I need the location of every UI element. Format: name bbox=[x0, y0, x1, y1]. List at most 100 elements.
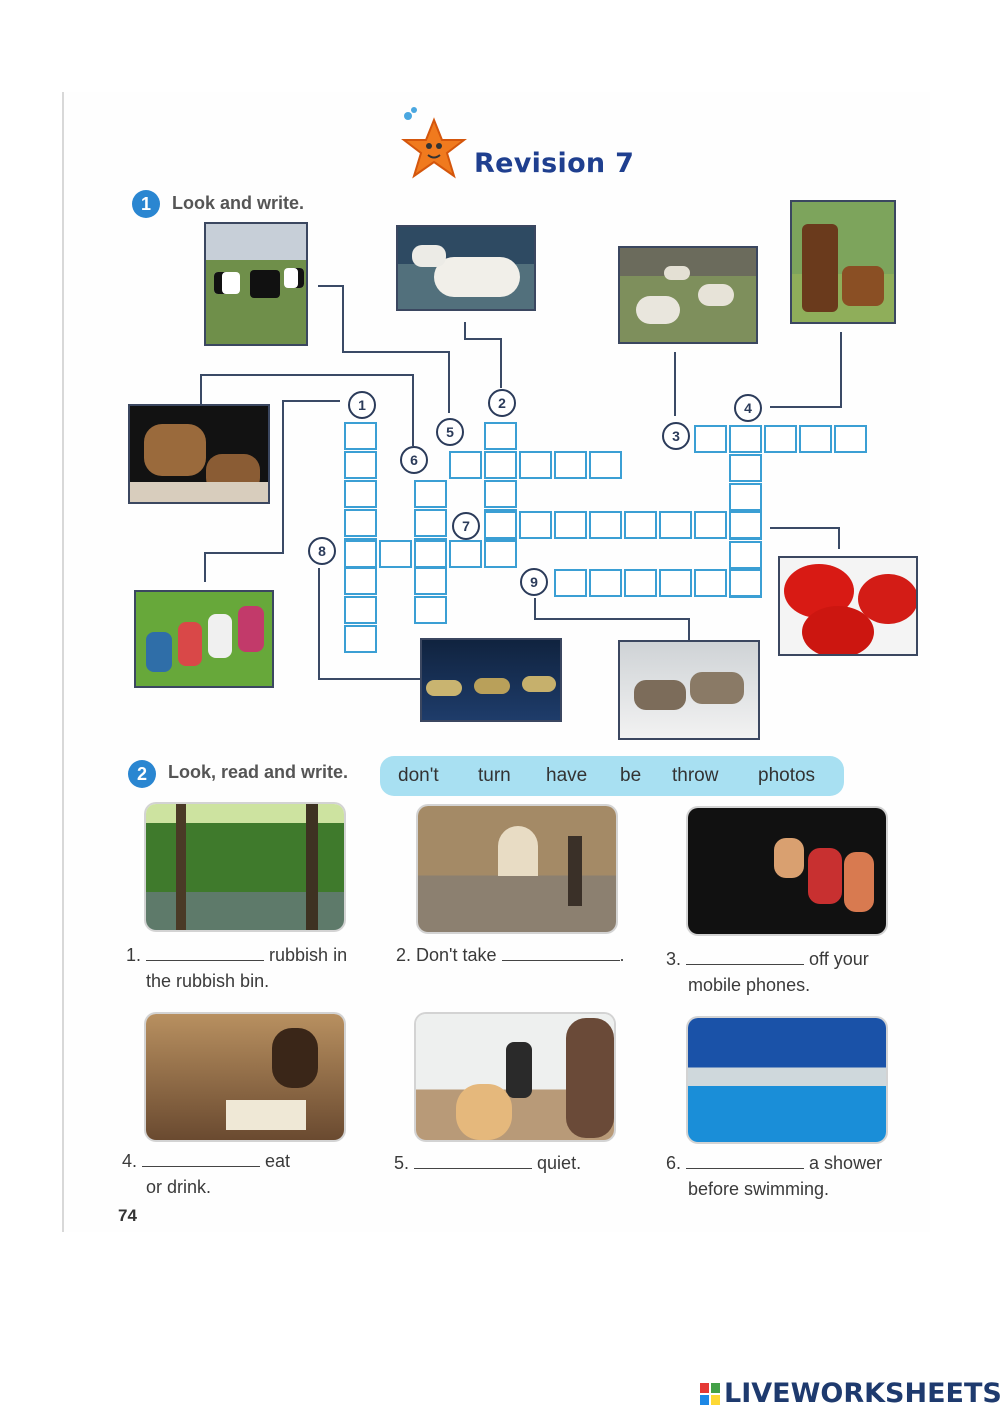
crossword-cell[interactable] bbox=[344, 480, 377, 508]
answer-blank-2[interactable] bbox=[501, 944, 620, 961]
crossword-cell[interactable] bbox=[729, 425, 762, 453]
crossword-cell[interactable] bbox=[344, 567, 377, 595]
page-number: 74 bbox=[118, 1206, 137, 1225]
crossword-cell[interactable] bbox=[484, 422, 517, 450]
crossword-cell[interactable] bbox=[344, 596, 377, 624]
crossword-cell[interactable] bbox=[449, 540, 482, 568]
crossword-cell[interactable] bbox=[484, 451, 517, 479]
crossword-cell[interactable] bbox=[414, 509, 447, 537]
crossword-cell[interactable] bbox=[379, 540, 412, 568]
crossword-cell[interactable] bbox=[344, 540, 377, 568]
sentence-text-line2: before swimming. bbox=[688, 1179, 830, 1199]
sentence-number: 6. bbox=[666, 1153, 682, 1173]
answer-blank-4[interactable] bbox=[142, 1150, 261, 1167]
crossword-cell[interactable] bbox=[484, 540, 517, 568]
tomatoes-photo bbox=[778, 556, 918, 656]
crossword-cell[interactable] bbox=[519, 511, 552, 539]
word-bank bbox=[380, 756, 844, 796]
crossword-cell[interactable] bbox=[449, 451, 482, 479]
crossword-cell[interactable] bbox=[344, 625, 377, 653]
clue-number-3: 3 bbox=[662, 422, 690, 450]
exercise-1-instruction: Look and write. bbox=[172, 193, 305, 213]
crossword-cell[interactable] bbox=[834, 425, 867, 453]
clue-number-6: 6 bbox=[400, 446, 428, 474]
crossword-cell[interactable] bbox=[414, 596, 447, 624]
crossword-cell[interactable] bbox=[729, 454, 762, 482]
crossword-cell[interactable] bbox=[484, 480, 517, 508]
sentence-6: 6. a shower before swimming. bbox=[666, 1150, 882, 1202]
clue-number-2: 2 bbox=[488, 389, 516, 417]
crossword-cell[interactable] bbox=[729, 541, 762, 569]
crossword-cell[interactable] bbox=[344, 422, 377, 450]
exercise-1-badge: 1 bbox=[132, 190, 160, 218]
answer-blank-5[interactable] bbox=[414, 1152, 533, 1169]
horses-photo bbox=[790, 200, 896, 324]
crossword-cell[interactable] bbox=[344, 451, 377, 479]
sentence-text: Don't take bbox=[411, 945, 502, 965]
lynx-photo bbox=[128, 404, 270, 504]
clue-number-8: 8 bbox=[308, 537, 336, 565]
crossword-cell[interactable] bbox=[729, 483, 762, 511]
sentence-text-line2: the rubbish bin. bbox=[146, 971, 270, 991]
answer-blank-6[interactable] bbox=[686, 1152, 805, 1169]
crossword-cell[interactable] bbox=[659, 511, 692, 539]
word-bank-item: be bbox=[620, 765, 642, 786]
sentence-text: rubbish in bbox=[264, 945, 348, 965]
crossword-cell[interactable] bbox=[624, 511, 657, 539]
crossword-cell[interactable] bbox=[764, 425, 797, 453]
word-bank-item: have bbox=[546, 765, 588, 786]
crossword-cell[interactable] bbox=[414, 540, 447, 568]
liveworksheets-watermark: LIVEWORKSHEETS bbox=[724, 1378, 1000, 1409]
clue-number-9: 9 bbox=[520, 568, 548, 596]
crossword-cell[interactable] bbox=[694, 511, 727, 539]
wolves-photo bbox=[618, 640, 760, 740]
goats-photo bbox=[396, 225, 536, 311]
sentence-text: a shower bbox=[804, 1153, 883, 1173]
crossword-cell[interactable] bbox=[589, 511, 622, 539]
crossword-cell[interactable] bbox=[344, 509, 377, 537]
crossword-cell[interactable] bbox=[729, 569, 762, 597]
children-photo bbox=[134, 590, 274, 688]
word-bank-item: throw bbox=[672, 765, 719, 786]
park-photo bbox=[146, 804, 344, 930]
word-bank-item: photos bbox=[758, 765, 816, 786]
crossword-cell[interactable] bbox=[519, 451, 552, 479]
crossword-cell[interactable] bbox=[484, 511, 517, 539]
sentence-4: 4. eat or drink. bbox=[122, 1148, 290, 1200]
word-bank-item: turn bbox=[478, 765, 511, 786]
crossword-cell[interactable] bbox=[729, 511, 762, 539]
classroom-photo bbox=[416, 1014, 614, 1140]
cows-photo bbox=[204, 222, 308, 346]
clue-number-5: 5 bbox=[436, 418, 464, 446]
sentence-text-line2: mobile phones. bbox=[688, 975, 811, 995]
crossword-cell[interactable] bbox=[414, 567, 447, 595]
sentence-1: 1. rubbish in the rubbish bin. bbox=[126, 942, 347, 994]
library-photo bbox=[146, 1014, 344, 1140]
answer-blank-1[interactable] bbox=[146, 944, 265, 961]
crossword-cell[interactable] bbox=[694, 569, 727, 597]
crossword-cell[interactable] bbox=[624, 569, 657, 597]
crossword-cell[interactable] bbox=[589, 569, 622, 597]
crossword-cell[interactable] bbox=[414, 480, 447, 508]
crossword-cell[interactable] bbox=[554, 451, 587, 479]
sentence-number: 2. bbox=[396, 945, 412, 965]
sentence-2: 2. Don't take . bbox=[396, 942, 625, 968]
liveworksheets-logo-icon bbox=[700, 1383, 720, 1405]
answer-blank-3[interactable] bbox=[686, 948, 805, 965]
crossword-cell[interactable] bbox=[694, 425, 727, 453]
clue-number-1: 1 bbox=[348, 391, 376, 419]
crossword-cell[interactable] bbox=[659, 569, 692, 597]
sentence-3: 3. off your mobile phones. bbox=[666, 946, 869, 998]
sentence-number: 1. bbox=[126, 945, 142, 965]
crossword-cell[interactable] bbox=[554, 569, 587, 597]
page-title: Revision 7 bbox=[474, 148, 635, 179]
crossword-cell[interactable] bbox=[799, 425, 832, 453]
sentence-number: 3. bbox=[666, 949, 682, 969]
crossword-cell[interactable] bbox=[589, 451, 622, 479]
starfish-mascot-icon bbox=[401, 107, 467, 179]
ducks-photo bbox=[420, 638, 562, 722]
crossword-cell[interactable] bbox=[554, 511, 587, 539]
sentence-text-line2: or drink. bbox=[146, 1177, 212, 1197]
exercise-2-badge: 2 bbox=[128, 760, 156, 788]
word-bank-item: don't bbox=[398, 765, 439, 786]
